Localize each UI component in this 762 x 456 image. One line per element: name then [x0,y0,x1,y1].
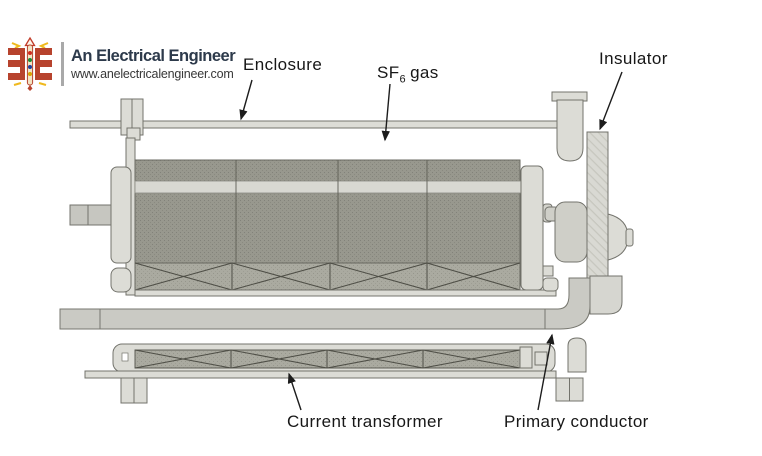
core-insulator-bracket [544,201,588,263]
insulator-shape [586,131,634,315]
sf6-gas-leader [381,83,391,142]
left-e-glyph [8,48,25,80]
current-transformer-shape [112,343,556,373]
brand-title: An Electrical Engineer [71,46,236,65]
right-top-flange [551,91,588,162]
brand-website: www.anelectricalengineer.com [71,67,234,82]
insulator-label: Insulator [599,49,668,68]
brand-divider [61,42,64,86]
brand-logo-icon [8,36,52,91]
enclosure-inner-wall [134,289,557,297]
right-end-cap [520,165,559,292]
center-staff [24,36,36,91]
sf6-suffix: gas [410,63,439,82]
sf6-prefix: SF [377,63,400,82]
primary-conductor-label: Primary conductor [504,412,649,431]
primary-conductor-leader [537,333,555,411]
primary-conductor-shape [59,277,591,330]
enclosure-label: Enclosure [243,55,323,74]
left-end-cap [69,166,132,293]
core-support-band [134,262,521,291]
lightning-icon [11,42,49,86]
main-core-block [134,159,542,266]
enclosure-bottom-wall [84,337,587,404]
insulator-leader [599,71,623,131]
current-transformer-label: Current transformer [287,412,443,431]
right-e-glyph [35,48,52,80]
leader-lines [239,71,623,411]
enclosure-leader [239,79,253,121]
sf6-subscript: 6 [399,73,407,86]
current-transformer-leader [287,372,302,411]
brand-header: An Electrical Engineer www.anelectricale… [6,36,236,92]
